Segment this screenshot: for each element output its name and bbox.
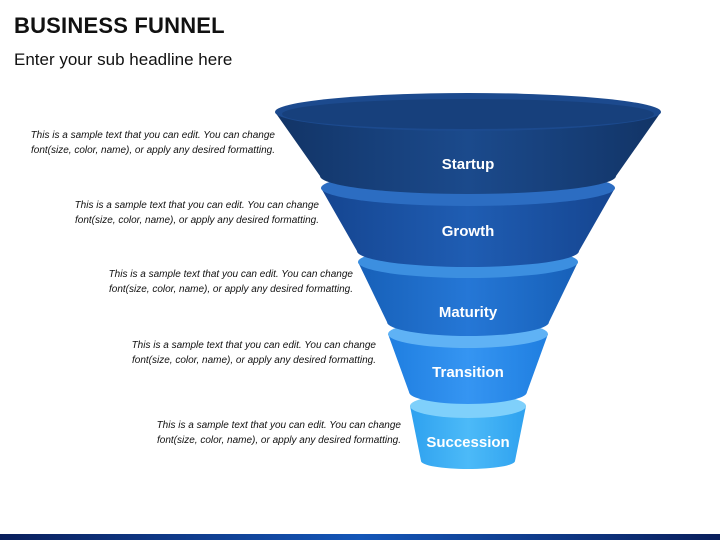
- stage-description-growth: This is a sample text that you can edit.…: [74, 200, 319, 226]
- stage-label-startup: Startup: [442, 156, 495, 173]
- stage-description-startup: This is a sample text that you can edit.…: [30, 130, 275, 156]
- stage-label-maturity: Maturity: [439, 304, 498, 321]
- page-subtitle: Enter your sub headline here: [14, 50, 233, 69]
- stage-label-succession: Succession: [426, 434, 509, 451]
- footer-accent-bar: [0, 534, 720, 540]
- funnel-stage-succession: Succession: [410, 394, 526, 469]
- page-title: BUSINESS FUNNEL: [14, 13, 225, 38]
- stage-description-succession: This is a sample text that you can edit.…: [156, 420, 401, 446]
- stage-description-transition: This is a sample text that you can edit.…: [131, 340, 376, 366]
- funnel-stage-startup: Startup: [275, 93, 661, 194]
- stage-label-growth: Growth: [442, 223, 495, 240]
- stage-label-transition: Transition: [432, 364, 504, 381]
- stage-description-maturity: This is a sample text that you can edit.…: [108, 269, 353, 295]
